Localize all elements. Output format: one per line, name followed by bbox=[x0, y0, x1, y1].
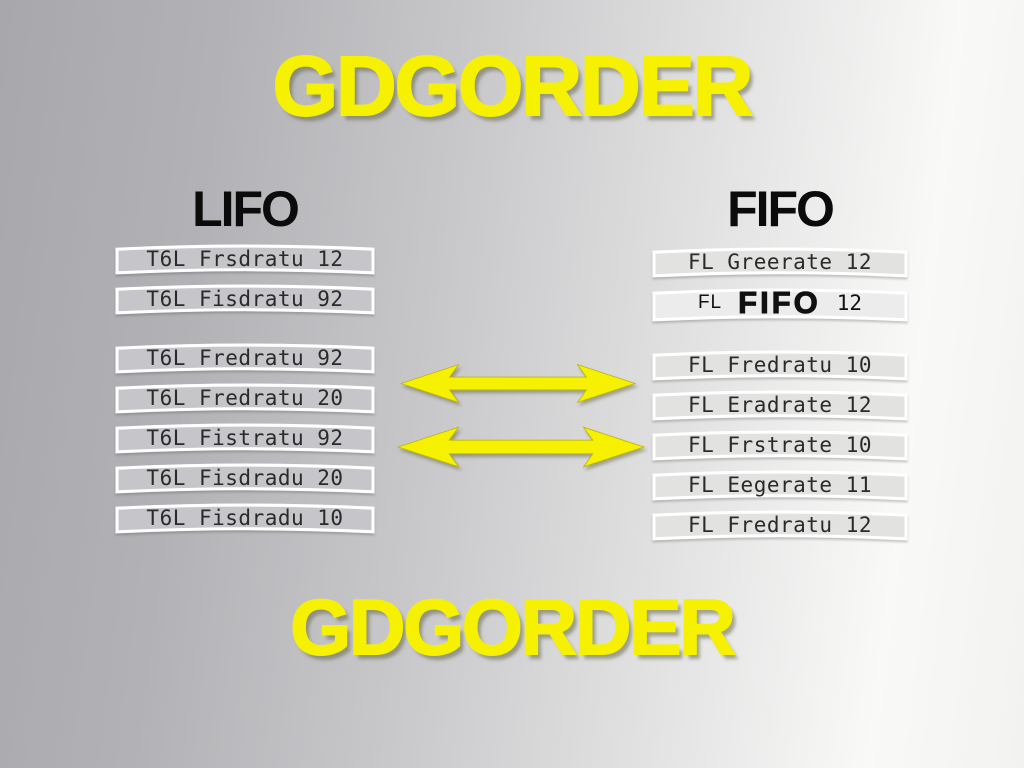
row-label: T6L Fredratu 92 bbox=[146, 345, 344, 370]
title-bottom: GDGORDER bbox=[289, 582, 736, 672]
row-label: FL Frstrate 10 bbox=[687, 432, 872, 457]
row-label: T6L Fredratu 20 bbox=[146, 385, 344, 410]
row-label: FL Eradrate 12 bbox=[687, 392, 872, 417]
list-item-highlight: FL FIFO 12 bbox=[651, 285, 909, 325]
banner-shape bbox=[115, 423, 375, 454]
highlight-value: 12 bbox=[836, 291, 863, 315]
row-label: T6L Fisdradu 10 bbox=[146, 505, 344, 530]
row-label: FL FIFO 12 bbox=[651, 285, 909, 325]
list-item: T6L Fisdradu 10 bbox=[114, 502, 376, 537]
highlight-prefix: FL bbox=[697, 292, 723, 313]
row-label: FL Fredratu 10 bbox=[687, 352, 872, 377]
fifo-column: FL Greerate 12 FL FIFO 12 FL Fredratu 10… bbox=[651, 246, 909, 544]
title-top: GDGORDER bbox=[272, 38, 755, 134]
banner-shape bbox=[652, 510, 908, 541]
banner-shape bbox=[652, 247, 908, 278]
row-label: FL Fredratu 12 bbox=[687, 512, 872, 537]
list-item: T6L Fisdradu 20 bbox=[114, 462, 376, 497]
banner-shape bbox=[115, 383, 375, 414]
list-item: FL Fredratu 12 bbox=[651, 509, 909, 544]
row-label: T6L Fisdratu 92 bbox=[146, 286, 344, 311]
row-label: FL Greerate 12 bbox=[687, 249, 872, 274]
row-label: T6L Fistratu 92 bbox=[146, 425, 344, 450]
banner-shape bbox=[652, 350, 908, 381]
row-label: T6L Fisdradu 20 bbox=[146, 465, 344, 490]
group-divider bbox=[651, 330, 909, 344]
list-item: FL Greerate 12 bbox=[651, 246, 909, 281]
banner-shape bbox=[652, 390, 908, 421]
list-item: FL Eegerate 11 bbox=[651, 469, 909, 504]
lifo-column: T6L Frsdratu 12 T6L Fisdratu 92 T6L Fred… bbox=[114, 243, 376, 537]
list-item: T6L Frsdratu 12 bbox=[114, 243, 376, 278]
list-item: T6L Fisdratu 92 bbox=[114, 283, 376, 318]
banner-shape bbox=[115, 463, 375, 494]
exchange-arrow-top-icon bbox=[399, 363, 637, 404]
group-divider bbox=[114, 323, 376, 337]
banner-shape bbox=[115, 343, 375, 374]
banner-shape bbox=[115, 503, 375, 534]
list-item: FL Eradrate 12 bbox=[651, 389, 909, 424]
banner-shape bbox=[652, 470, 908, 501]
banner-shape bbox=[652, 288, 908, 322]
list-item: T6L Fistratu 92 bbox=[114, 422, 376, 457]
banner-shape bbox=[115, 244, 375, 275]
banner-shape bbox=[115, 284, 375, 315]
list-item: T6L Fredratu 92 bbox=[114, 342, 376, 377]
exchange-arrow-bottom-icon bbox=[396, 426, 646, 468]
lifo-heading: LIFO bbox=[192, 181, 300, 237]
row-label: FL Eegerate 11 bbox=[687, 472, 872, 497]
list-item: FL Fredratu 10 bbox=[651, 349, 909, 384]
banner-shape bbox=[652, 430, 908, 461]
list-item: T6L Fredratu 20 bbox=[114, 382, 376, 417]
highlight-word: FIFO bbox=[738, 285, 821, 321]
list-item: FL Frstrate 10 bbox=[651, 429, 909, 464]
fifo-heading: FIFO bbox=[727, 181, 835, 237]
row-label: T6L Frsdratu 12 bbox=[146, 246, 344, 271]
